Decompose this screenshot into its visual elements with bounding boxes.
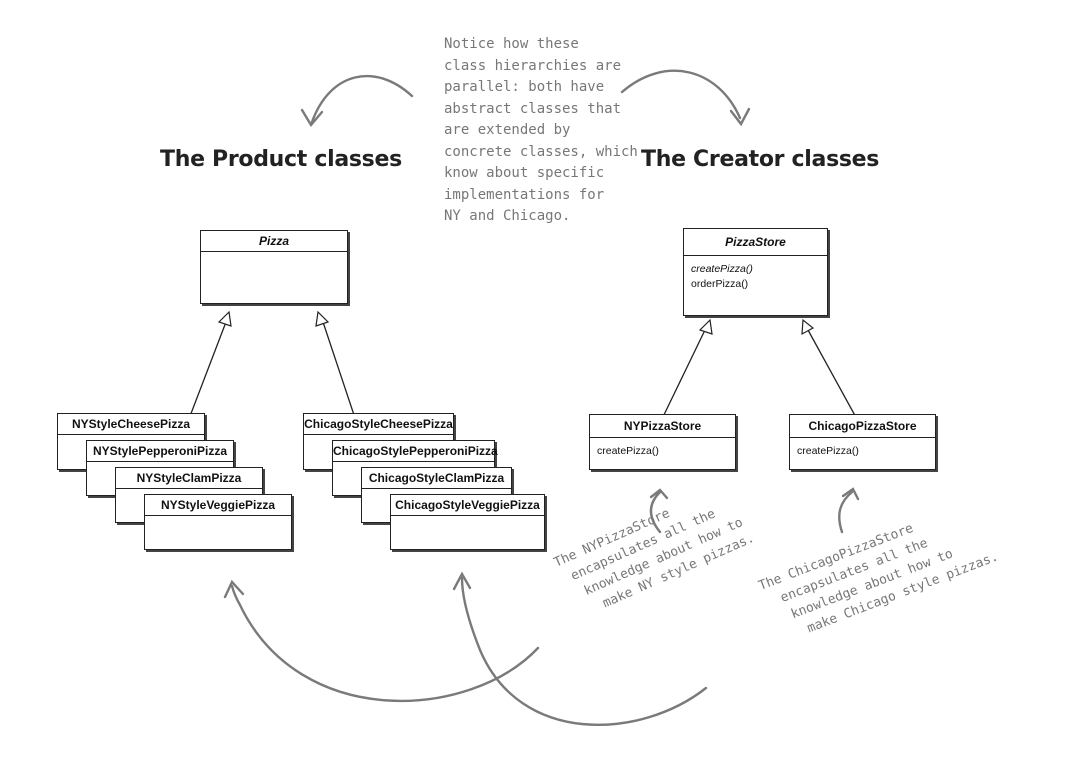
note-line: Notice how these: [444, 36, 579, 52]
class-name: NYStyleCheesePizza: [58, 414, 204, 435]
class-name: ChicagoPizzaStore: [790, 415, 935, 438]
inheritance-arrowhead: [217, 310, 232, 327]
note-line: class hierarchies are: [444, 57, 622, 74]
method-order-pizza: orderPizza(): [691, 278, 749, 290]
class-name: ChicagoStyleClamPizza: [362, 468, 511, 489]
note-line: parallel: both have: [444, 79, 605, 95]
inheritance-line-chicago-pizzas: [322, 321, 358, 425]
chicago-style-veggie-pizza-class: ChicagoStyleVeggiePizza: [390, 494, 545, 550]
note-arrow-left: [310, 74, 414, 124]
note-line: implementations for: [444, 186, 605, 203]
chicago-note-arrow-to-products-head: [452, 571, 472, 591]
note-line: know about specific: [444, 165, 605, 181]
product-classes-heading: The Product classes: [160, 147, 402, 172]
class-methods: createPizza() orderPizza(): [684, 256, 827, 298]
creator-classes-heading: The Creator classes: [641, 147, 880, 172]
chicago-pizza-store-class: ChicagoPizzaStore createPizza(): [789, 414, 936, 470]
inheritance-arrowhead: [801, 318, 815, 336]
class-methods: createPizza(): [590, 438, 735, 465]
note-arrow-right-head: [729, 107, 751, 127]
note-arrow-right: [620, 69, 742, 120]
inheritance-line-ny-pizzas: [186, 321, 227, 425]
chicago-note-arrow-to-products: [460, 576, 708, 727]
method-create-pizza: createPizza(): [691, 263, 753, 275]
note-line: concrete classes, which: [444, 143, 638, 160]
class-name: NYStylePepperoniPizza: [87, 441, 233, 462]
inheritance-arrowhead: [315, 310, 330, 327]
class-name: ChicagoStylePepperoniPizza: [333, 441, 498, 462]
class-name: PizzaStore: [684, 229, 827, 256]
class-name: ChicagoStyleVeggiePizza: [391, 495, 544, 516]
note-line: are extended by: [444, 122, 571, 138]
method-create-pizza: createPizza(): [797, 445, 859, 457]
class-name: NYStyleVeggiePizza: [145, 495, 291, 516]
parallel-hierarchy-note: Notice how these class hierarchies are p…: [444, 34, 638, 228]
class-name: NYStyleClamPizza: [116, 468, 262, 489]
inheritance-arrowhead: [698, 318, 713, 335]
ny-note-arrow-up-head: [649, 488, 669, 500]
ny-pizza-store-class: NYPizzaStore createPizza(): [589, 414, 736, 470]
pizza-class: Pizza: [200, 230, 348, 304]
note-line: abstract classes that: [444, 100, 622, 117]
ny-style-veggie-pizza-class: NYStyleVeggiePizza: [144, 494, 292, 550]
class-name: Pizza: [201, 231, 347, 252]
inheritance-line-ny-store: [660, 329, 706, 422]
pizza-store-class: PizzaStore createPizza() orderPizza(): [683, 228, 828, 316]
ny-note-arrow-to-products-head: [223, 579, 245, 599]
note-line: NY and Chicago.: [444, 208, 571, 224]
inheritance-line-chicago-store: [807, 329, 859, 422]
chicago-note-arrow-up-head: [841, 487, 860, 501]
note-arrow-left-head: [300, 108, 324, 128]
class-name: ChicagoStyleCheesePizza: [304, 414, 453, 435]
ny-note-arrow-to-products: [230, 584, 540, 702]
ny-note-arrow-up: [649, 490, 662, 534]
class-methods: createPizza(): [790, 438, 935, 465]
method-create-pizza: createPizza(): [597, 445, 659, 457]
chicago-note-arrow-up: [838, 490, 854, 534]
class-name: NYPizzaStore: [590, 415, 735, 438]
